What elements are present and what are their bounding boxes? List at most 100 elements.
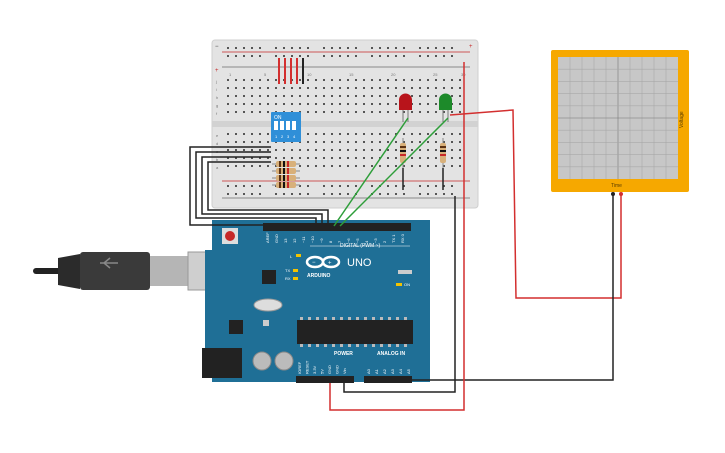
- column-number-5: 5: [264, 72, 267, 77]
- analog-pin-label: A0: [366, 368, 371, 374]
- digital-pin-label: TX 1: [391, 234, 396, 243]
- analog-pin-label: A3: [390, 368, 395, 374]
- row-letter-h: h: [216, 95, 218, 100]
- digital-pin-label: 8: [328, 240, 333, 243]
- usb-icon: [100, 257, 118, 269]
- green-wire-green-led: [339, 117, 449, 227]
- digital-pin-label: ~5: [355, 238, 360, 243]
- digital-pin-label: GND: [274, 234, 279, 243]
- dip-switch[interactable]: ON 1 2 3 4: [271, 112, 301, 142]
- row-letter-b: b: [216, 157, 219, 162]
- row-letter-a: a: [216, 165, 219, 170]
- led-label-rx: RX: [285, 276, 291, 281]
- crystal: [253, 298, 283, 312]
- digital-header[interactable]: [263, 223, 411, 231]
- svg-text:−: −: [312, 260, 316, 266]
- dip-toggle-4[interactable]: [292, 121, 296, 130]
- red-led[interactable]: [399, 93, 412, 123]
- usb-chip: [262, 270, 276, 284]
- green-led[interactable]: [439, 93, 452, 123]
- black-wire-scope-ground: [410, 194, 614, 381]
- digital-pin-label: 7: [337, 240, 342, 243]
- dip-position-2: 2: [281, 134, 284, 139]
- dip-toggle-1[interactable]: [274, 121, 278, 130]
- rail-plus-label-top: +: [215, 68, 219, 74]
- resistor-1: [272, 175, 300, 181]
- digital-pin-label: AREF: [265, 232, 270, 243]
- dip-position-4: 4: [293, 134, 296, 139]
- column-number-20: 20: [391, 72, 396, 77]
- led-resistor-green[interactable]: [440, 138, 446, 168]
- digital-pin-label: ~10: [310, 235, 315, 243]
- atmega-chip: [297, 320, 413, 344]
- power-pin-label: GND: [335, 365, 340, 374]
- column-number-15: 15: [349, 72, 354, 77]
- digital-pin-label: 4: [364, 240, 369, 243]
- black-wire-gnd-rail: [343, 196, 456, 393]
- wires[interactable]: [189, 62, 622, 411]
- dip-toggle-2[interactable]: [280, 121, 284, 130]
- resistor-4: [272, 161, 300, 167]
- power-pin-label: IOREF: [297, 361, 302, 374]
- rail-minus-label-top: −: [215, 44, 219, 50]
- rail-plus-label-top-right: +: [469, 44, 473, 50]
- row-letter-i: i: [216, 87, 217, 92]
- black-wire-1: [189, 146, 322, 226]
- oscilloscope-x-label: Time: [611, 183, 622, 189]
- digital-pin-label: ~6: [346, 238, 351, 243]
- power-jack[interactable]: [202, 348, 242, 378]
- row-letter-e: e: [216, 133, 219, 138]
- reset-button-cap[interactable]: [225, 231, 235, 241]
- power-pin-label: GND: [327, 365, 332, 374]
- power-pin-label: Vin: [342, 368, 347, 374]
- row-letter-g: g: [216, 103, 218, 108]
- led-label-l: L: [290, 254, 293, 259]
- analog-header[interactable]: [364, 376, 412, 383]
- red-wire-5v-rail: [329, 62, 465, 411]
- black-wire-3: [201, 156, 323, 225]
- digital-pin-label: RX 0: [400, 233, 405, 243]
- red-jumper-wires[interactable]: [278, 58, 304, 84]
- digital-pin-label: 12: [292, 238, 297, 243]
- analog-pin-label: A2: [382, 368, 387, 374]
- digital-pin-label: 13: [283, 238, 288, 243]
- analog-in-label: ANALOG IN: [377, 351, 405, 357]
- power-label: POWER: [334, 351, 353, 357]
- black-wire-2: [195, 151, 317, 225]
- digital-pin-label: ~9: [319, 238, 324, 243]
- resistor-3: [272, 182, 300, 188]
- power-pin-label: RESET: [305, 360, 310, 374]
- resistor-2: [272, 168, 300, 174]
- led-label-tx: TX: [285, 268, 290, 273]
- dip-toggle-3[interactable]: [286, 121, 290, 130]
- power-header[interactable]: [296, 376, 354, 383]
- digital-pin-label: ~3: [373, 238, 378, 243]
- breadboard[interactable]: − + + 1 5 10 15 20 25 30 j i h g f e d c…: [211, 39, 479, 209]
- dip-position-1: 1: [275, 134, 278, 139]
- power-pin-label: 5V: [320, 369, 325, 374]
- column-number-1: 1: [229, 72, 232, 77]
- black-wire-4: [207, 161, 329, 225]
- resistor-bank[interactable]: [272, 161, 300, 188]
- dip-switch-on-label: ON: [274, 115, 282, 121]
- power-pin-label: 3.3V: [312, 365, 317, 374]
- svg-text:+: +: [328, 261, 332, 267]
- arduino-logo: − +: [305, 255, 341, 269]
- digital-pin-label: ~11: [301, 236, 306, 243]
- on-indicator-label: ON: [404, 282, 410, 287]
- analog-pin-label: A1: [374, 368, 379, 374]
- analog-pin-label: A4: [398, 368, 403, 374]
- column-number-25: 25: [433, 72, 438, 77]
- row-letter-d: d: [216, 141, 218, 146]
- dip-position-3: 3: [287, 134, 290, 139]
- usb-cable[interactable]: [33, 251, 229, 291]
- green-wire-red-led: [333, 117, 409, 227]
- oscilloscope[interactable]: Voltage Time: [551, 50, 689, 196]
- arduino-model: UNO: [347, 257, 372, 269]
- row-letter-j: j: [215, 79, 217, 84]
- arduino-brand: ARDUINO: [307, 273, 330, 279]
